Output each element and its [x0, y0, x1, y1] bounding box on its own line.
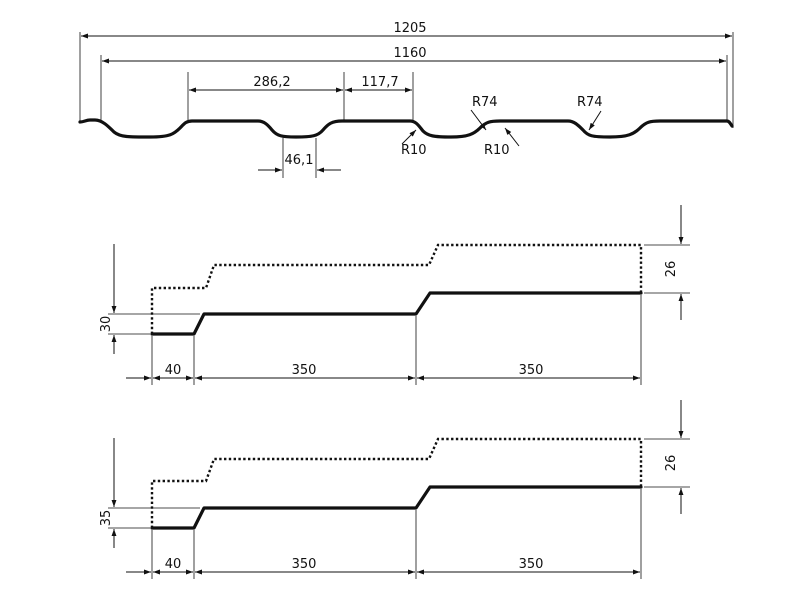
dim-top-segment-label: 117,7: [361, 75, 398, 90]
dim-wave-pitch-label: 286,2: [253, 75, 290, 90]
step-diagram-30: 30 26 40 350 350: [99, 205, 690, 385]
dim-26a-label: 26: [664, 261, 679, 278]
profile-section: 1205 1160 286,2 117,7 46,1 R74 R74 R10 R…: [78, 21, 734, 178]
dim-40a-label: 40: [165, 363, 182, 378]
dim-26b-label: 26: [664, 455, 679, 472]
dim-35-label: 35: [99, 510, 114, 527]
radius-r74-left-label: R74: [472, 95, 498, 110]
dim-40b-label: 40: [165, 557, 182, 572]
dim-350a-1-label: 350: [292, 363, 317, 378]
dim-350b-1-label: 350: [292, 557, 317, 572]
step-diagram-35: 35 26 40 350 350: [99, 400, 690, 579]
dim-trough-width-label: 46,1: [285, 153, 314, 168]
dotted-outline-30: [150, 243, 643, 334]
step-profile-35: [150, 485, 643, 530]
radius-r10-right-label: R10: [484, 143, 510, 158]
dim-total-width-label: 1205: [393, 21, 426, 36]
dim-350b-2-label: 350: [519, 557, 544, 572]
leader-r74-right: [588, 110, 602, 131]
leader-r74-left: [470, 109, 487, 131]
sheet-profile-line: [78, 118, 734, 139]
dotted-outline-35: [150, 437, 643, 528]
dim-350a-2-label: 350: [519, 363, 544, 378]
step-profile-30: [150, 291, 643, 336]
dim-30-label: 30: [99, 316, 114, 333]
leader-r10-right: [504, 127, 520, 147]
radius-r10-left-label: R10: [401, 143, 427, 158]
leader-r10-left: [401, 129, 417, 145]
dim-useful-width-label: 1160: [393, 46, 426, 61]
radius-r74-right-label: R74: [577, 95, 603, 110]
